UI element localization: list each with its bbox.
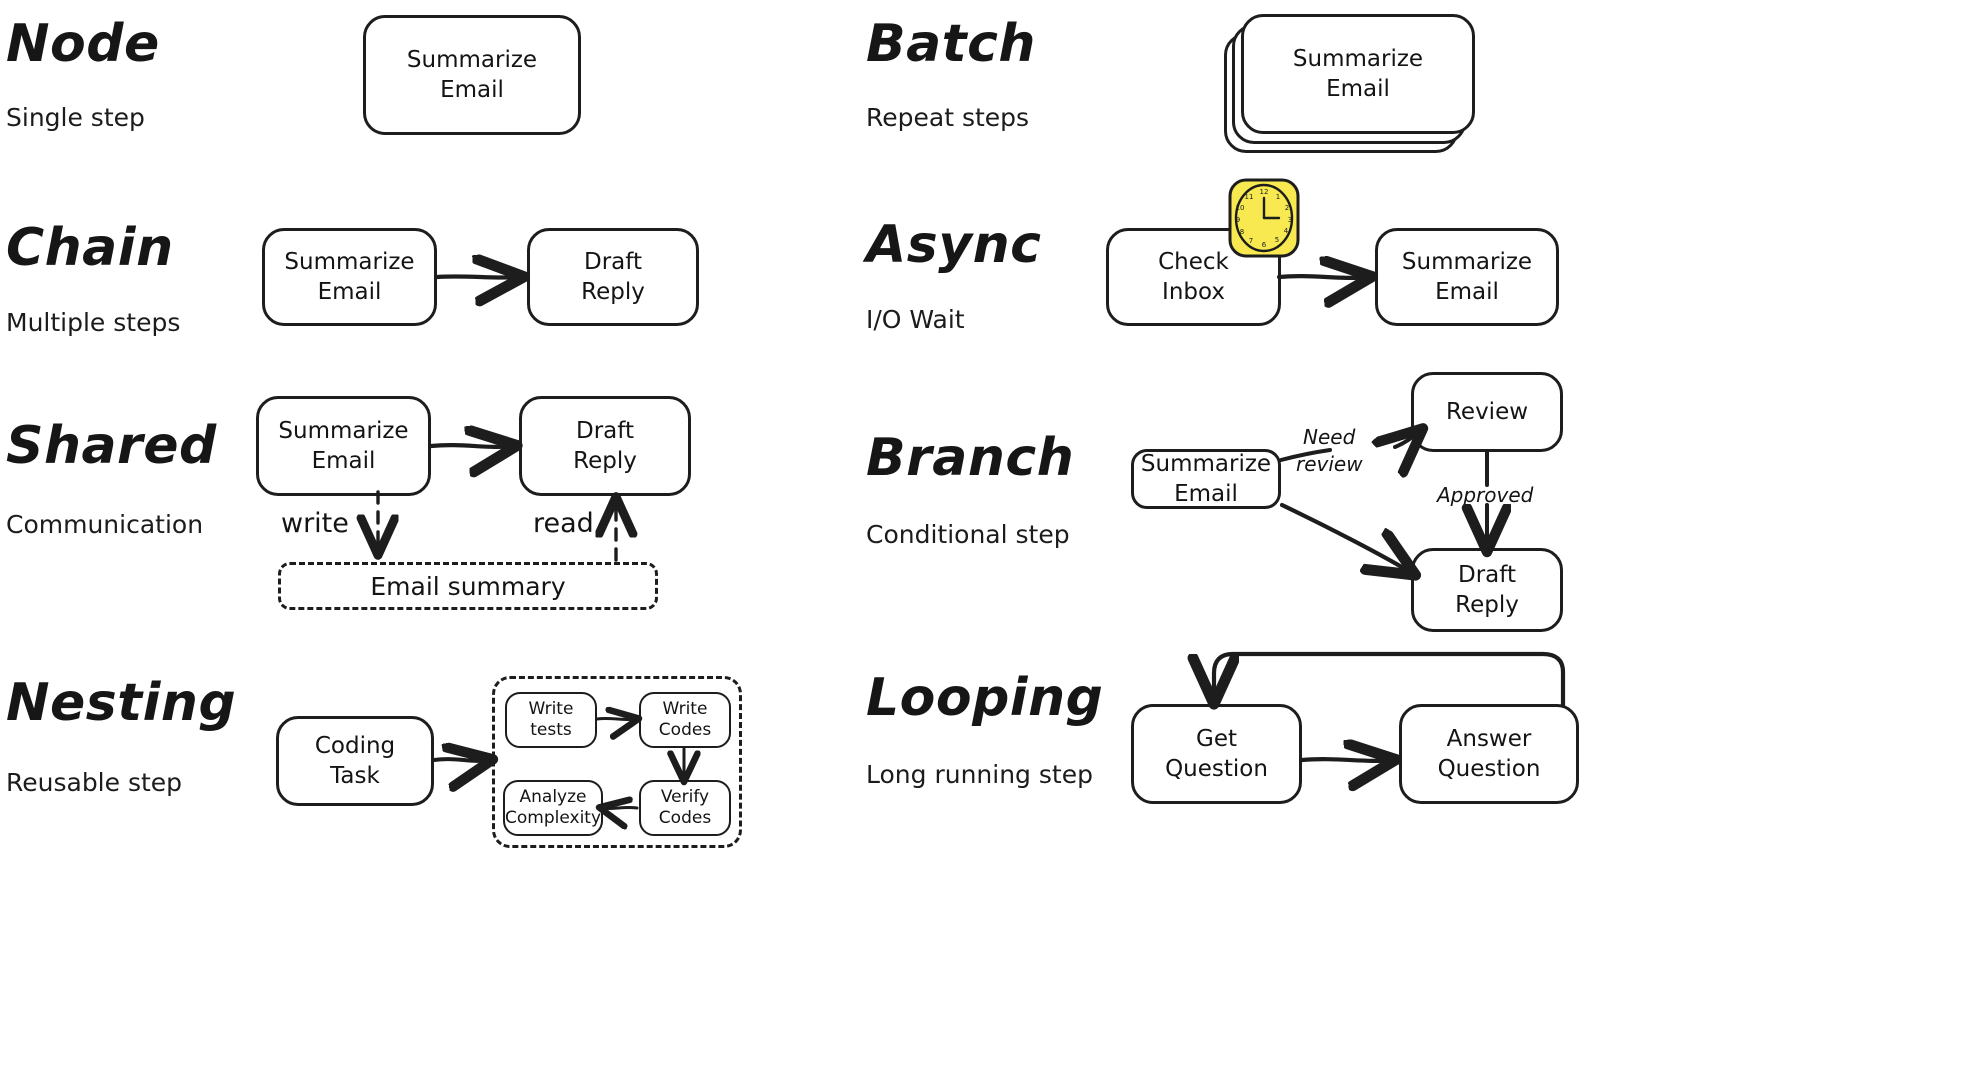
node-line: Analyze	[519, 786, 587, 807]
node-line: Email	[1174, 481, 1238, 507]
panel-subtitle-shared: Communication	[6, 510, 204, 539]
node-line: Summarize	[1401, 248, 1533, 275]
node-line: Question	[1165, 756, 1268, 782]
node-line: Review	[1445, 398, 1529, 425]
node-line: Complexity	[505, 808, 602, 828]
node-line: Email	[317, 279, 382, 305]
svg-text:3: 3	[1288, 216, 1292, 224]
edge-chain-1	[434, 276, 520, 277]
node-line: Question	[1437, 756, 1541, 782]
node-branch-summarize-email[interactable]: Summarize Email	[1131, 449, 1281, 509]
edge-shared-1	[428, 445, 513, 447]
shared-store-email-summary[interactable]: Email summary	[278, 562, 658, 610]
panel-subtitle-async: I/O Wait	[866, 305, 965, 334]
node-branch-review[interactable]: Review	[1411, 372, 1563, 452]
clock-icon: 12 1 2 3 4 5 6 7 8 9 10 11	[1226, 176, 1302, 264]
panel-title-batch: Batch	[866, 14, 1036, 74]
node-shared-summarize-email[interactable]: Summarize Email	[256, 396, 431, 496]
node-line: Email	[440, 77, 504, 103]
shared-store-label: Email summary	[370, 571, 566, 601]
edge-loop-back	[1214, 651, 1566, 705]
edge-label-review: review	[1296, 452, 1363, 476]
svg-text:9: 9	[1236, 216, 1240, 224]
node-line: Reply	[573, 448, 637, 474]
panel-subtitle-branch: Conditional step	[866, 520, 1070, 549]
svg-text:2: 2	[1285, 204, 1289, 212]
node-line: Draft	[1458, 561, 1516, 588]
node-nesting-write-tests[interactable]: Write tests	[505, 692, 597, 748]
panel-subtitle-nesting: Reusable step	[6, 768, 183, 797]
svg-text:1: 1	[1276, 193, 1280, 201]
svg-text:12: 12	[1260, 188, 1269, 196]
panel-title-looping: Looping	[866, 668, 1104, 728]
node-line: Summarize	[1292, 45, 1424, 72]
node-line: Summarize	[406, 46, 538, 73]
edge-label-write: write	[281, 508, 349, 539]
panel-title-node: Node	[6, 14, 160, 74]
panel-title-branch: Branch	[866, 428, 1075, 488]
svg-text:8: 8	[1240, 228, 1244, 236]
node-chain-draft-reply[interactable]: Draft Reply	[527, 228, 699, 326]
edge-label-need: Need	[1303, 425, 1356, 449]
node-line: tests	[530, 720, 572, 740]
edge-async-1	[1276, 276, 1368, 278]
node-nesting-write-codes[interactable]: Write Codes	[639, 692, 731, 748]
node-line: Answer	[1446, 725, 1532, 752]
node-line: Reply	[581, 279, 645, 305]
node-chain-summarize-email[interactable]: Summarize Email	[262, 228, 437, 326]
svg-text:6: 6	[1262, 241, 1267, 249]
node-line: Write	[528, 698, 574, 719]
panel-subtitle-looping: Long running step	[866, 760, 1093, 789]
node-nesting-verify-codes[interactable]: Verify Codes	[639, 780, 731, 836]
node-line: Summarize	[1140, 450, 1272, 477]
panel-subtitle-node: Single step	[6, 103, 145, 132]
node-line: Reply	[1455, 592, 1519, 618]
node-line: Coding	[314, 732, 396, 759]
panel-title-chain: Chain	[6, 218, 174, 278]
node-async-summarize-email[interactable]: Summarize Email	[1375, 228, 1559, 326]
svg-text:4: 4	[1284, 227, 1289, 235]
node-line: Summarize	[284, 248, 415, 275]
panel-title-async: Async	[866, 215, 1042, 275]
svg-text:10: 10	[1236, 204, 1245, 212]
node-line: Codes	[658, 720, 712, 740]
node-line: Codes	[658, 808, 712, 828]
node-line: Verify	[660, 786, 710, 807]
node-line: Email	[311, 448, 376, 474]
node-line: Inbox	[1162, 279, 1225, 305]
panel-title-nesting: Nesting	[6, 673, 237, 733]
panel-subtitle-batch: Repeat steps	[866, 103, 1030, 132]
svg-text:7: 7	[1249, 237, 1253, 245]
edge-branch-direct	[1279, 502, 1412, 573]
edge-label-read: read	[533, 508, 594, 539]
node-line: Email	[1326, 76, 1390, 102]
edge-nesting-enter	[432, 759, 489, 761]
node-line: Summarize	[278, 417, 409, 444]
node-line: Email	[1435, 279, 1499, 305]
svg-text:5: 5	[1275, 236, 1279, 244]
node-loop-answer-question[interactable]: Answer Question	[1399, 704, 1579, 804]
node-summarize-email[interactable]: Summarize Email	[363, 15, 581, 135]
node-nesting-analyze-complexity[interactable]: Analyze Complexity	[503, 780, 603, 836]
node-loop-get-question[interactable]: Get Question	[1131, 704, 1302, 804]
svg-text:11: 11	[1245, 193, 1254, 201]
node-nesting-coding-task[interactable]: Coding Task	[276, 716, 434, 806]
node-line: Check	[1158, 248, 1229, 275]
node-line: Write	[662, 698, 708, 719]
node-shared-draft-reply[interactable]: Draft Reply	[519, 396, 691, 496]
node-batch-summarize-email[interactable]: Summarize Email	[1241, 14, 1475, 134]
node-branch-draft-reply[interactable]: Draft Reply	[1411, 548, 1563, 632]
edge-loop-forward	[1299, 759, 1392, 761]
edge-label-approved: Approved	[1437, 483, 1534, 507]
panel-subtitle-chain: Multiple steps	[6, 308, 181, 337]
node-line: Draft	[576, 417, 634, 444]
panel-title-shared: Shared	[6, 416, 217, 476]
node-line: Get	[1196, 725, 1237, 752]
node-line: Task	[330, 763, 380, 789]
node-line: Draft	[584, 248, 642, 275]
